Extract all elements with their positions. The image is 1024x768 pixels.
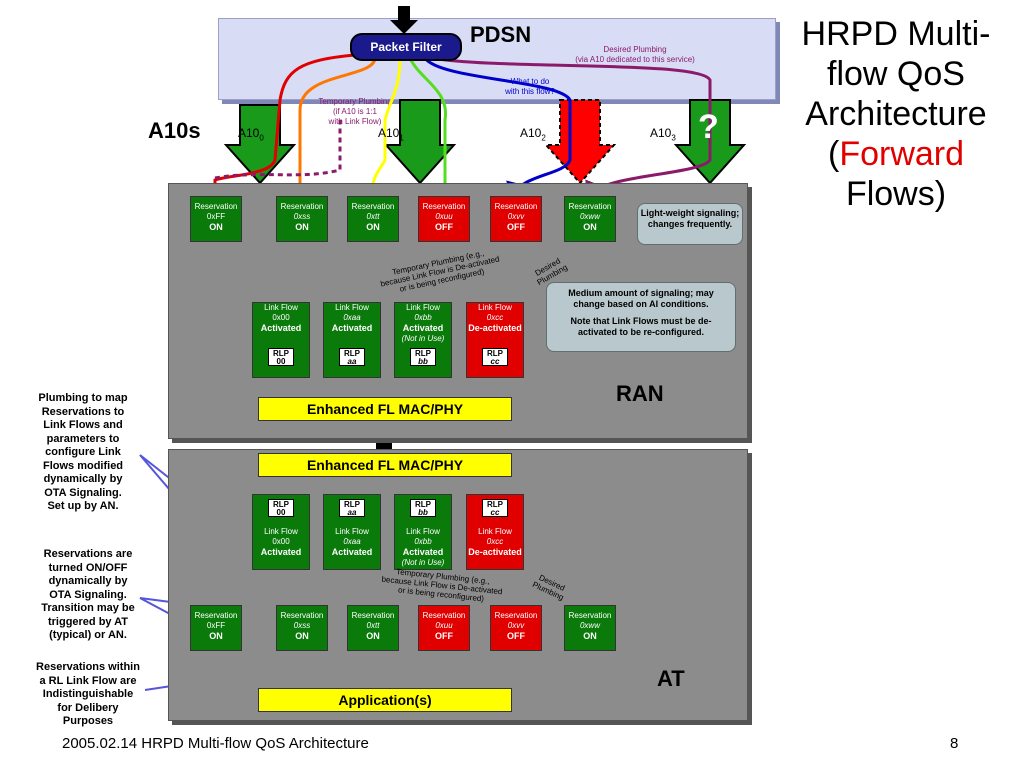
- packet-filter: Packet Filter: [350, 33, 462, 61]
- desired-plumbing-note: Desired Plumbing(via A10 dedicated to th…: [575, 45, 695, 64]
- ran-label: RAN: [616, 381, 664, 406]
- application-box: Application(s): [258, 688, 512, 712]
- at-mac-phy: Enhanced FL MAC/PHY: [258, 453, 512, 477]
- slide-title: HRPD Multi- flow QoS Architecture (Forwa…: [801, 15, 991, 213]
- a10-2-arrow: [543, 99, 617, 185]
- at-label: AT: [657, 666, 685, 691]
- a10-0-label: A100: [238, 126, 264, 143]
- footer-text: 2005.02.14 HRPD Multi-flow QoS Architect…: [62, 735, 369, 752]
- light-weight-signaling-callout: Light-weight signaling; changes frequent…: [637, 203, 743, 245]
- a10-3-label: A103: [650, 126, 676, 143]
- question-mark: ?: [698, 108, 719, 146]
- medium-signaling-callout: Medium amount of signaling; may change b…: [546, 282, 736, 352]
- input-arrow: [390, 6, 418, 34]
- pdsn-label: PDSN: [470, 22, 532, 47]
- a10-2-label: A102: [520, 126, 546, 143]
- a10-1-label: A101: [378, 126, 404, 143]
- a10s-label: A10s: [148, 118, 201, 143]
- pdsn-box: [218, 18, 776, 100]
- ran-mac-phy: Enhanced FL MAC/PHY: [258, 397, 512, 421]
- a10-1-arrow: [383, 99, 457, 185]
- page-number: 8: [950, 735, 959, 752]
